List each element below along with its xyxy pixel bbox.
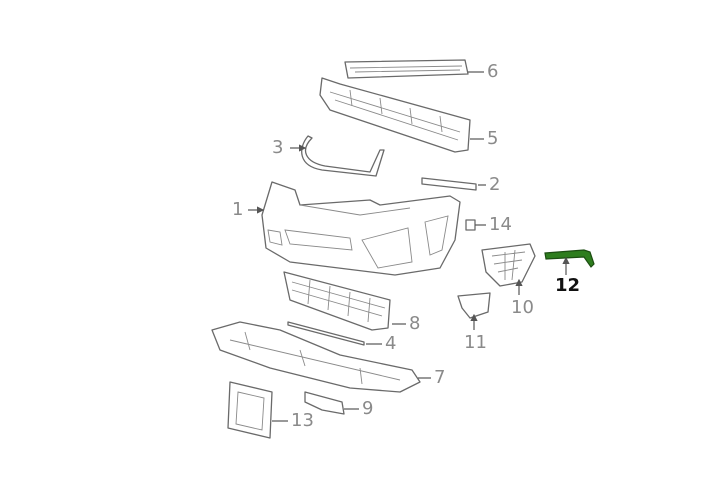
part-6-reinforcement[interactable] [344,59,469,79]
callout-10[interactable]: 10 [511,297,534,318]
part-13-license-bracket[interactable] [227,381,273,439]
callout-3[interactable]: 3 [272,137,284,158]
callout-6[interactable]: 6 [487,61,499,82]
callout-5[interactable]: 5 [487,128,499,149]
part-1-fascia[interactable] [261,181,461,276]
part-11-bracket[interactable] [457,292,491,319]
callout-2[interactable]: 2 [489,174,501,195]
callout-4[interactable]: 4 [385,333,397,354]
part-5-absorber[interactable] [319,77,471,153]
part-4-strip[interactable] [287,321,365,346]
callout-13[interactable]: 13 [291,410,314,431]
part-3-trim-strip[interactable] [301,135,385,177]
callout-8[interactable]: 8 [409,313,421,334]
callout-14[interactable]: 14 [489,214,512,235]
callout-9[interactable]: 9 [362,398,374,419]
callout-1[interactable]: 1 [232,199,244,220]
part-9-bracket[interactable] [304,391,345,415]
part-2-molding[interactable] [421,177,477,191]
part-14-clip[interactable] [465,219,476,231]
part-7-undershield[interactable] [211,321,421,393]
part-10-grille[interactable] [481,243,536,287]
leader-lines [248,71,570,422]
part-12-bracket[interactable] [544,249,595,268]
callout-12[interactable]: 12 [555,275,581,296]
callout-11[interactable]: 11 [464,332,487,353]
part-8-lower-grille[interactable] [283,271,391,331]
callout-7[interactable]: 7 [434,367,446,388]
